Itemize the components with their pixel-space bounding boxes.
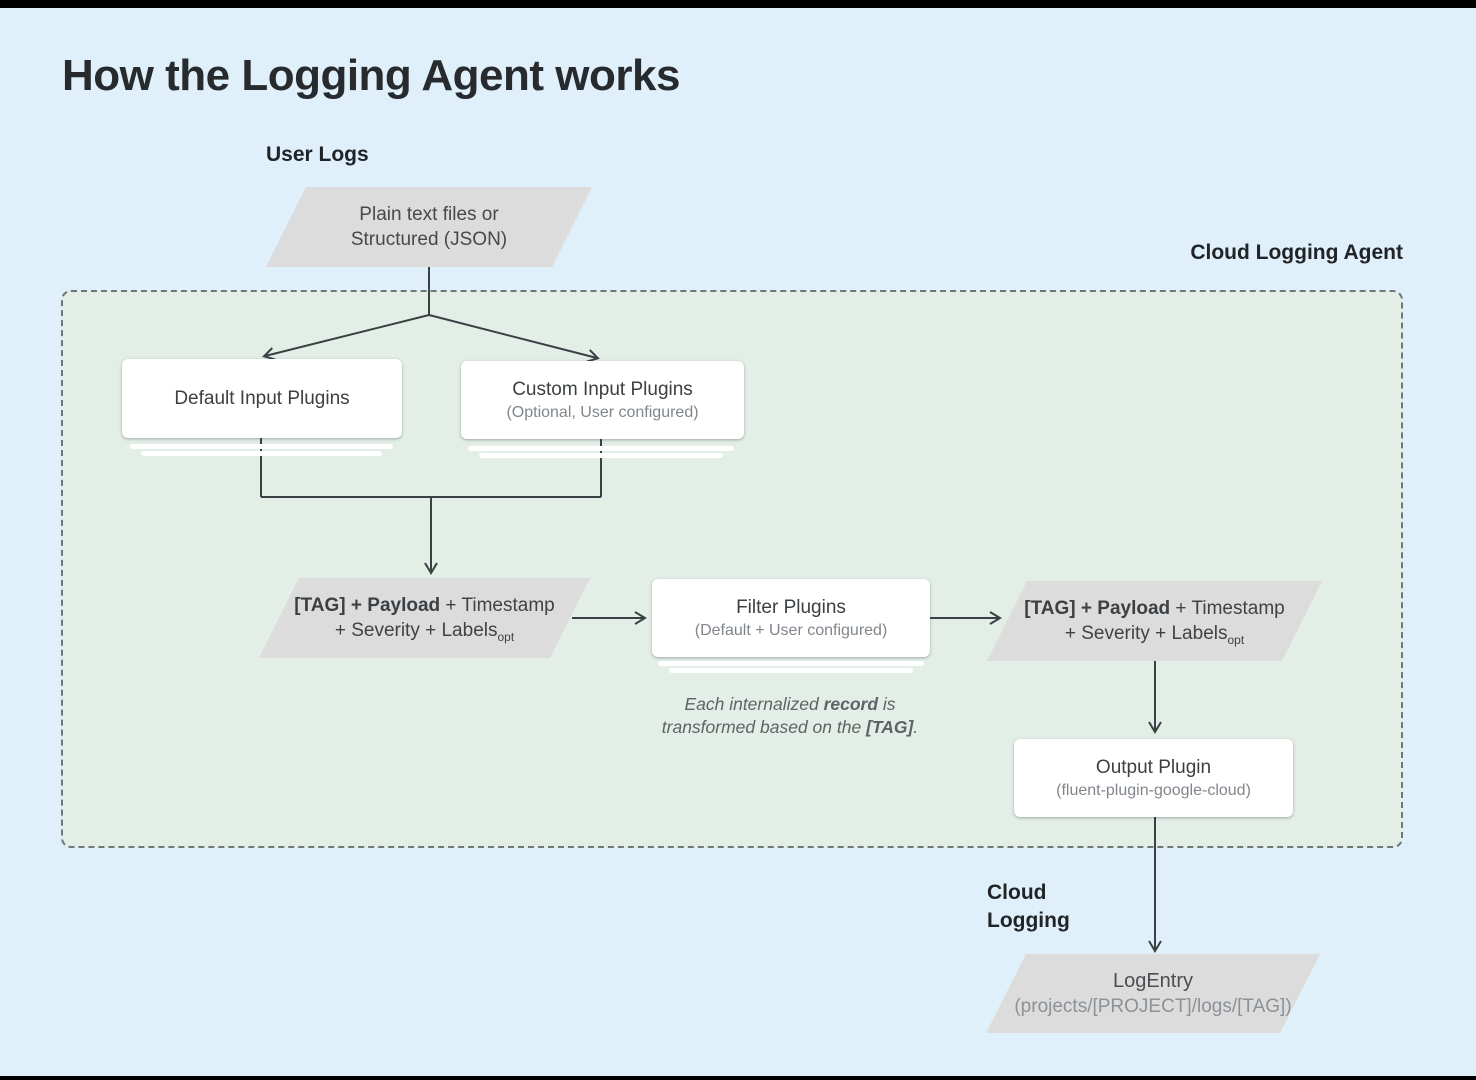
output-plugin-subtitle: (fluent-plugin-google-cloud) (1056, 781, 1251, 799)
log-record-bold: [TAG] + Payload (294, 595, 441, 616)
log-record-subscript: opt (497, 629, 515, 644)
default-input-plugins-node: Default Input Plugins (122, 359, 402, 438)
filter-plugins-subtitle: (Default + User configured) (694, 621, 888, 639)
custom-input-plugins-title: Custom Input Plugins (512, 378, 693, 400)
filter-plugins-node: Filter Plugins (Default + User configure… (652, 579, 930, 657)
log-entry-title: LogEntry (1112, 969, 1194, 992)
note-text: is (878, 694, 896, 714)
user-logs-line2: Structured (JSON) (350, 229, 508, 250)
note-text: transformed based on the (661, 717, 867, 737)
note-line2: transformed based on the [TAG]. (640, 716, 940, 739)
log-record-right-shape: [TAG] + Payload + Timestamp + Severity +… (987, 581, 1322, 661)
log-record-rest: + Timestamp (1170, 598, 1285, 619)
custom-input-plugins-subtitle: (Optional, User configured) (506, 403, 699, 421)
user-logs-source-shape: Plain text files or Structured (JSON) (266, 187, 592, 267)
stack-bar (141, 451, 382, 456)
log-entry-subtitle: (projects/[PROJECT]/logs/[TAG]) (1014, 995, 1292, 1017)
output-plugin-title: Output Plugin (1095, 756, 1212, 778)
log-entry-shape: LogEntry (projects/[PROJECT]/logs/[TAG]) (986, 954, 1320, 1033)
log-record-left-line2: + Severity + Labelsopt (335, 618, 514, 643)
bottom-window-edge (0, 1076, 1476, 1080)
note-text: Each internalized (684, 694, 824, 714)
stack-bar (130, 444, 393, 449)
stack-bar (669, 668, 913, 673)
parallelogram-shape (266, 187, 592, 267)
log-record-rest: + Timestamp (440, 595, 555, 616)
custom-input-plugins-node: Custom Input Plugins (Optional, User con… (461, 361, 744, 439)
log-record-subscript: opt (1227, 632, 1245, 647)
log-record-bold: [TAG] + Payload (1024, 598, 1171, 619)
user-logs-line1: Plain text files or (359, 204, 499, 225)
note-text: . (913, 717, 919, 737)
note-line1: Each internalized record is (640, 693, 940, 716)
log-record-line2-text: + Severity + Labels (1064, 623, 1228, 644)
cloud-logging-label-line2: Logging (987, 909, 1070, 932)
note-bold: [TAG] (866, 717, 914, 737)
parallelogram-shape (259, 578, 590, 658)
note-bold: record (823, 694, 879, 714)
cloud-logging-agent-label: Cloud Logging Agent (1190, 241, 1403, 264)
log-record-left-shape: [TAG] + Payload + Timestamp + Severity +… (259, 578, 590, 658)
user-logs-label: User Logs (266, 143, 369, 166)
log-record-left-line1: [TAG] + Payload + Timestamp (294, 593, 554, 618)
stack-bar (479, 453, 723, 458)
log-record-right-line1: [TAG] + Payload + Timestamp (1024, 596, 1284, 621)
parallelogram-shape (986, 954, 1320, 1033)
top-window-edge (0, 0, 1476, 8)
cloud-logging-label: Cloud Logging (987, 879, 1070, 935)
stack-bar (658, 661, 924, 666)
filter-plugins-title: Filter Plugins (736, 596, 846, 618)
record-transform-note: Each internalized record is transformed … (640, 693, 940, 739)
cloud-logging-label-line1: Cloud (987, 881, 1047, 904)
parallelogram-shape (987, 581, 1322, 661)
output-plugin-node: Output Plugin (fluent-plugin-google-clou… (1014, 739, 1293, 817)
stack-bar (468, 446, 734, 451)
log-record-right-line2: + Severity + Labelsopt (1065, 621, 1244, 646)
log-record-line2-text: + Severity + Labels (334, 620, 498, 641)
default-input-plugins-title: Default Input Plugins (174, 388, 350, 409)
page-title: How the Logging Agent works (62, 51, 680, 100)
